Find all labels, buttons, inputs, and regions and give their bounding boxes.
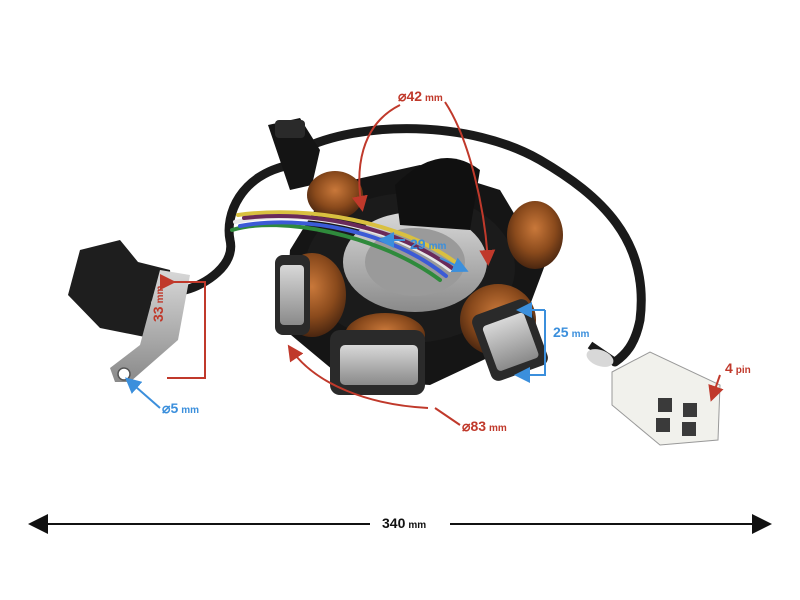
dim-29-value: 29 <box>410 236 426 252</box>
dim-42-symbol: ⌀ <box>398 88 407 104</box>
cable-clip <box>268 118 320 190</box>
dim-33-unit: mm <box>155 285 166 304</box>
total-length-value: 340 <box>382 515 406 531</box>
dim-42-unit: mm <box>425 93 443 104</box>
dim-42-value: 42 <box>406 88 423 104</box>
red-annotation-lines <box>160 101 724 426</box>
dim-5-unit: mm <box>181 405 200 416</box>
dim-5-symbol: ⌀ <box>162 400 171 416</box>
colored-wires <box>230 210 457 282</box>
dim-33-label: 33 mm <box>150 286 168 322</box>
dim-33-value: 33 <box>150 306 166 322</box>
pickup-sensor <box>68 240 190 382</box>
dim-5-value: 5 <box>170 400 179 416</box>
dim-29-unit: mm <box>428 241 447 252</box>
dim-25-value: 25 <box>553 324 569 340</box>
pin-count-value: 4 <box>725 360 733 376</box>
pin-count-unit: pin <box>735 365 751 376</box>
connector-plug <box>586 341 721 446</box>
dim-83-symbol: ⌀ <box>462 418 471 434</box>
dim-83-value: 83 <box>470 418 487 434</box>
blue-annotation-lines <box>124 232 546 409</box>
dim-25-unit: mm <box>571 329 590 340</box>
total-length-unit: mm <box>408 520 427 531</box>
dim-83-unit: mm <box>489 423 507 434</box>
